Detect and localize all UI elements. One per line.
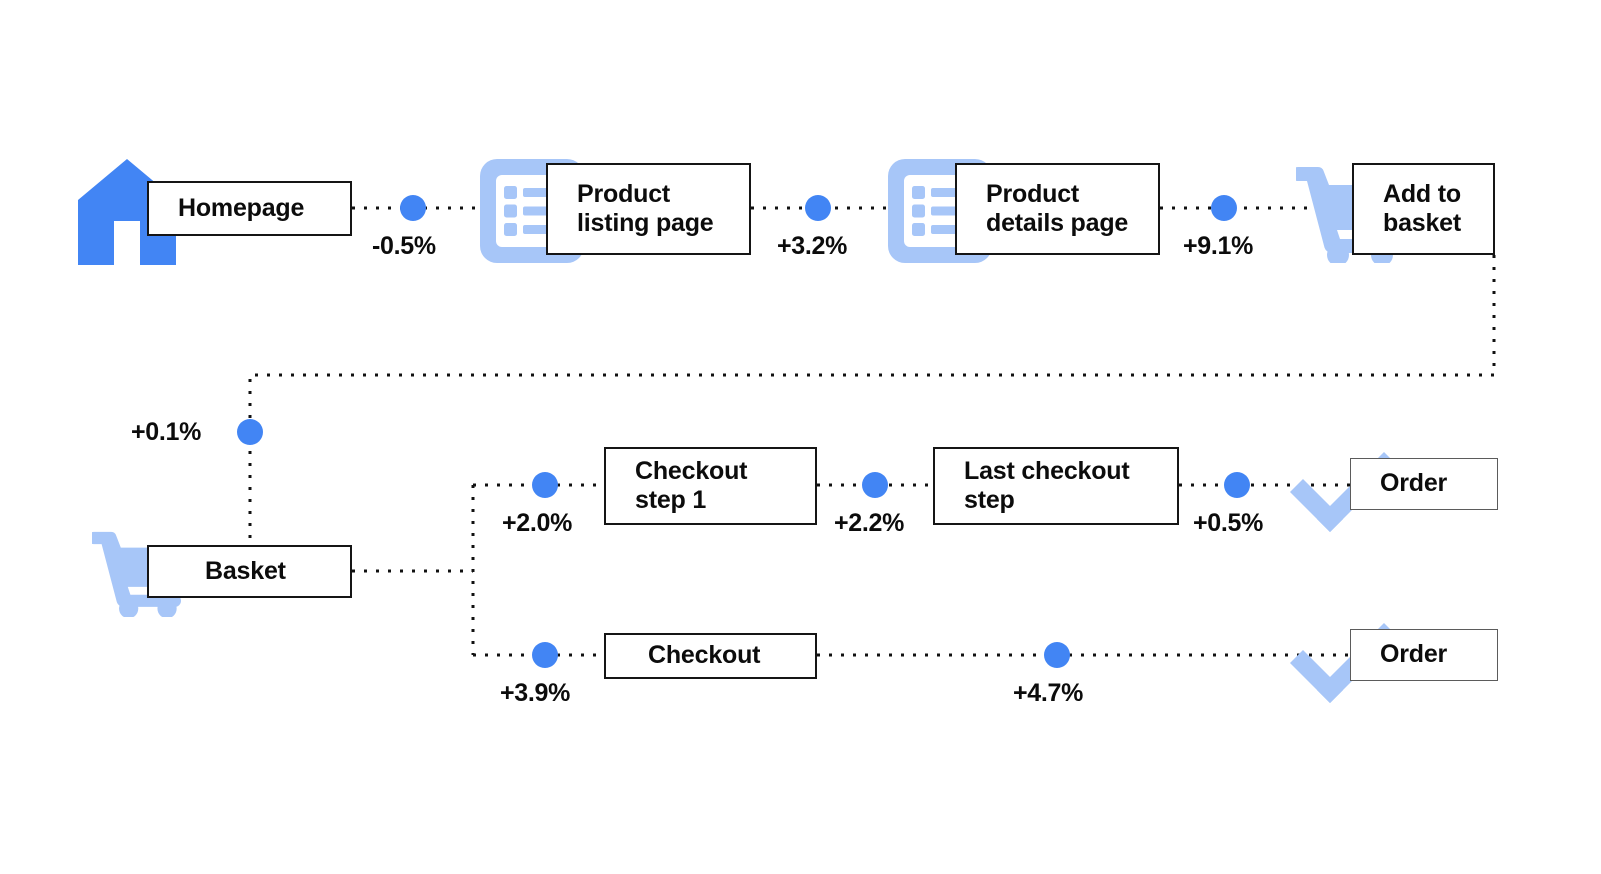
node-label-basket: Basket	[205, 556, 286, 585]
node-checkout-step-1[interactable]: Checkout step 1	[604, 447, 817, 525]
transition-value-addtobasket-basket: +0.1%	[131, 418, 202, 446]
node-basket[interactable]: Basket	[147, 545, 352, 598]
node-add-to-basket[interactable]: Add to basket	[1352, 163, 1495, 255]
transition-value-basket-checkoutstep1: +2.0%	[502, 509, 573, 537]
node-product-details-page[interactable]: Product details page	[955, 163, 1160, 255]
node-label-order-bottom: Order	[1380, 640, 1448, 669]
transition-value-homepage-listing: -0.5%	[372, 232, 436, 260]
transition-value-step1-laststep: +2.2%	[834, 509, 905, 537]
node-label-checkout: Checkout	[648, 641, 761, 670]
node-label-checkout-step-1: Checkout step 1	[635, 456, 748, 515]
node-label-product-listing-page: Product listing page	[577, 179, 714, 238]
node-label-add-to-basket: Add to basket	[1383, 179, 1462, 238]
node-product-listing-page[interactable]: Product listing page	[546, 163, 751, 255]
transition-value-basket-checkout: +3.9%	[500, 679, 571, 707]
node-checkout[interactable]: Checkout	[604, 633, 817, 679]
node-homepage[interactable]: Homepage	[147, 181, 352, 236]
transition-value-listing-details: +3.2%	[777, 232, 848, 260]
transition-value-checkout-order: +4.7%	[1013, 679, 1084, 707]
node-label-order-top: Order	[1380, 469, 1448, 498]
transition-value-details-addtobasket: +9.1%	[1183, 232, 1254, 260]
node-order-top[interactable]: Order	[1350, 458, 1498, 510]
transition-value-laststep-order: +0.5%	[1193, 509, 1264, 537]
node-label-last-checkout-step: Last checkout step	[964, 456, 1130, 515]
node-order-bottom[interactable]: Order	[1350, 629, 1498, 681]
node-label-homepage: Homepage	[178, 193, 305, 222]
connector-addtobasket-to-basket	[248, 255, 1496, 545]
node-label-product-details-page: Product details page	[986, 179, 1129, 238]
node-last-checkout-step[interactable]: Last checkout step	[933, 447, 1179, 525]
